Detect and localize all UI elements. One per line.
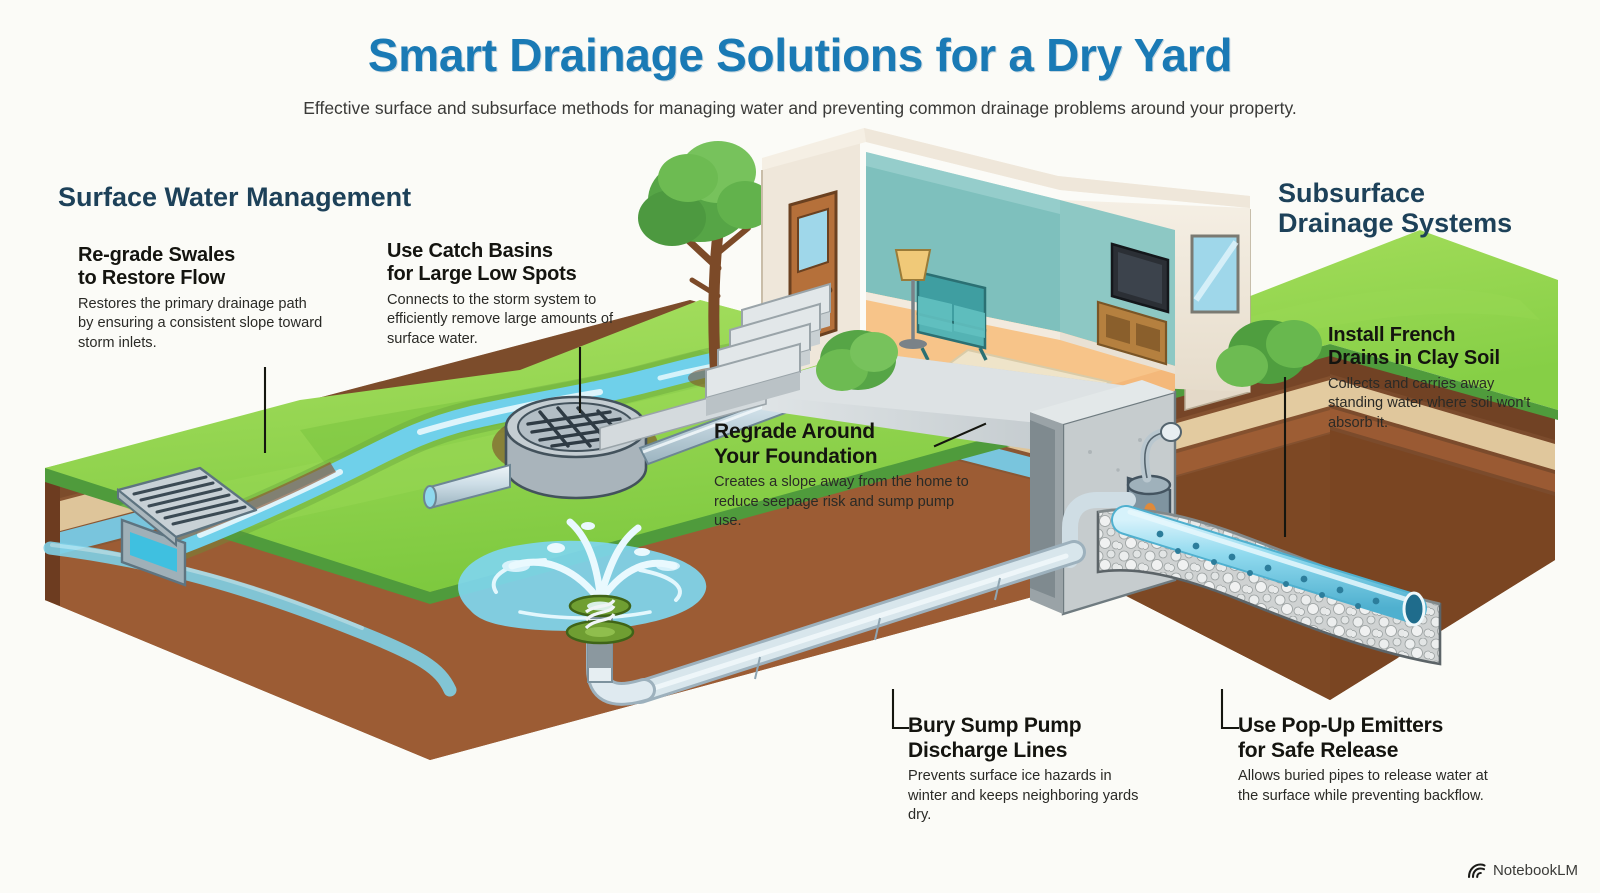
callout-sump-discharge-title-line1: Bury Sump Pump (908, 714, 1082, 737)
callout-sump-discharge-title: Bury Sump Pump Discharge Lines (908, 714, 1154, 763)
notebooklm-watermark: NotebookLM (1467, 862, 1578, 879)
callout-regrade-foundation-title: Regrade Around Your Foundation (714, 420, 972, 469)
callout-catch-basins-title: Use Catch Basins for Large Low Spots (387, 240, 635, 287)
section-heading-subsurface-line2: Drainage Systems (1278, 208, 1513, 239)
leader-lines (263, 346, 1287, 730)
callout-swales-body: Restores the primary drainage path by en… (78, 295, 323, 351)
callout-french-drains-title-line2: Drains in Clay Soil (1328, 347, 1500, 370)
sofa (916, 270, 988, 361)
section-heading-surface: Surface Water Management (58, 182, 412, 212)
callout-popup-emitters-title-line2: for Safe Release (1238, 738, 1399, 762)
callout-sump-discharge-title-line2: Discharge Lines (908, 738, 1068, 762)
tv-console (1096, 242, 1170, 366)
section-heading-subsurface: Subsurface Drainage Systems (1278, 178, 1578, 238)
callout-popup-emitters-body: Allows buried pipes to release water at … (1238, 768, 1488, 804)
callout-regrade-foundation-body: Creates a slope away from the home to re… (714, 474, 969, 529)
callout-swales-title-line1: Re-grade Swales (78, 244, 236, 266)
notebooklm-icon (1467, 862, 1486, 878)
callout-swales-title-line2: to Restore Flow (78, 267, 226, 290)
callout-catch-basins: Use Catch Basins for Large Low Spots Con… (387, 240, 635, 349)
callout-regrade-foundation-title-line1: Regrade Around (714, 420, 875, 443)
page-subtitle: Effective surface and subsurface methods… (303, 98, 1297, 118)
french-drain (1096, 505, 1442, 666)
storm-inlet-grate (116, 466, 258, 587)
floor-lamp (894, 249, 932, 349)
notebooklm-label: NotebookLM (1492, 862, 1578, 879)
ponding-water (458, 518, 707, 631)
callout-swales-title: Re-grade Swales to Restore Flow (78, 244, 323, 291)
callout-catch-basins-body: Connects to the storm system to efficien… (387, 291, 614, 347)
tree (638, 141, 773, 389)
leader-sump (891, 688, 910, 730)
page-title: Smart Drainage Solutions for a Dry Yard (367, 29, 1233, 81)
front-steps (705, 282, 831, 416)
callout-popup-emitters: Use Pop-Up Emitters for Safe Release All… (1238, 714, 1500, 806)
french-drain-pipe (1111, 505, 1427, 627)
callout-french-drains: Install French Drains in Clay Soil Colle… (1328, 324, 1538, 433)
callout-french-drains-body: Collects and carries away standing water… (1328, 375, 1531, 431)
callout-french-drains-title: Install French Drains in Clay Soil (1328, 324, 1538, 371)
callout-sump-discharge-body: Prevents surface ice hazards in winter a… (908, 768, 1139, 823)
callout-sump-discharge: Bury Sump Pump Discharge Lines Prevents … (908, 714, 1154, 825)
leader-popup (1220, 688, 1240, 730)
callout-swales: Re-grade Swales to Restore Flow Restores… (78, 244, 323, 353)
callout-popup-emitters-title: Use Pop-Up Emitters for Safe Release (1238, 714, 1500, 763)
callout-regrade-foundation-title-line2: Your Foundation (714, 444, 878, 468)
callout-popup-emitters-title-line1: Use Pop-Up Emitters (1238, 714, 1444, 737)
leader-regrade (933, 422, 987, 448)
callout-french-drains-title-line1: Install French (1328, 324, 1456, 346)
shrubs (816, 320, 1322, 391)
callout-regrade-foundation: Regrade Around Your Foundation Creates a… (714, 420, 972, 531)
callout-catch-basins-title-line2: for Large Low Spots (387, 263, 577, 286)
popup-emitter (565, 594, 635, 683)
section-heading-subsurface-line1: Subsurface (1278, 178, 1426, 208)
callout-catch-basins-title-line1: Use Catch Basins (387, 240, 553, 262)
